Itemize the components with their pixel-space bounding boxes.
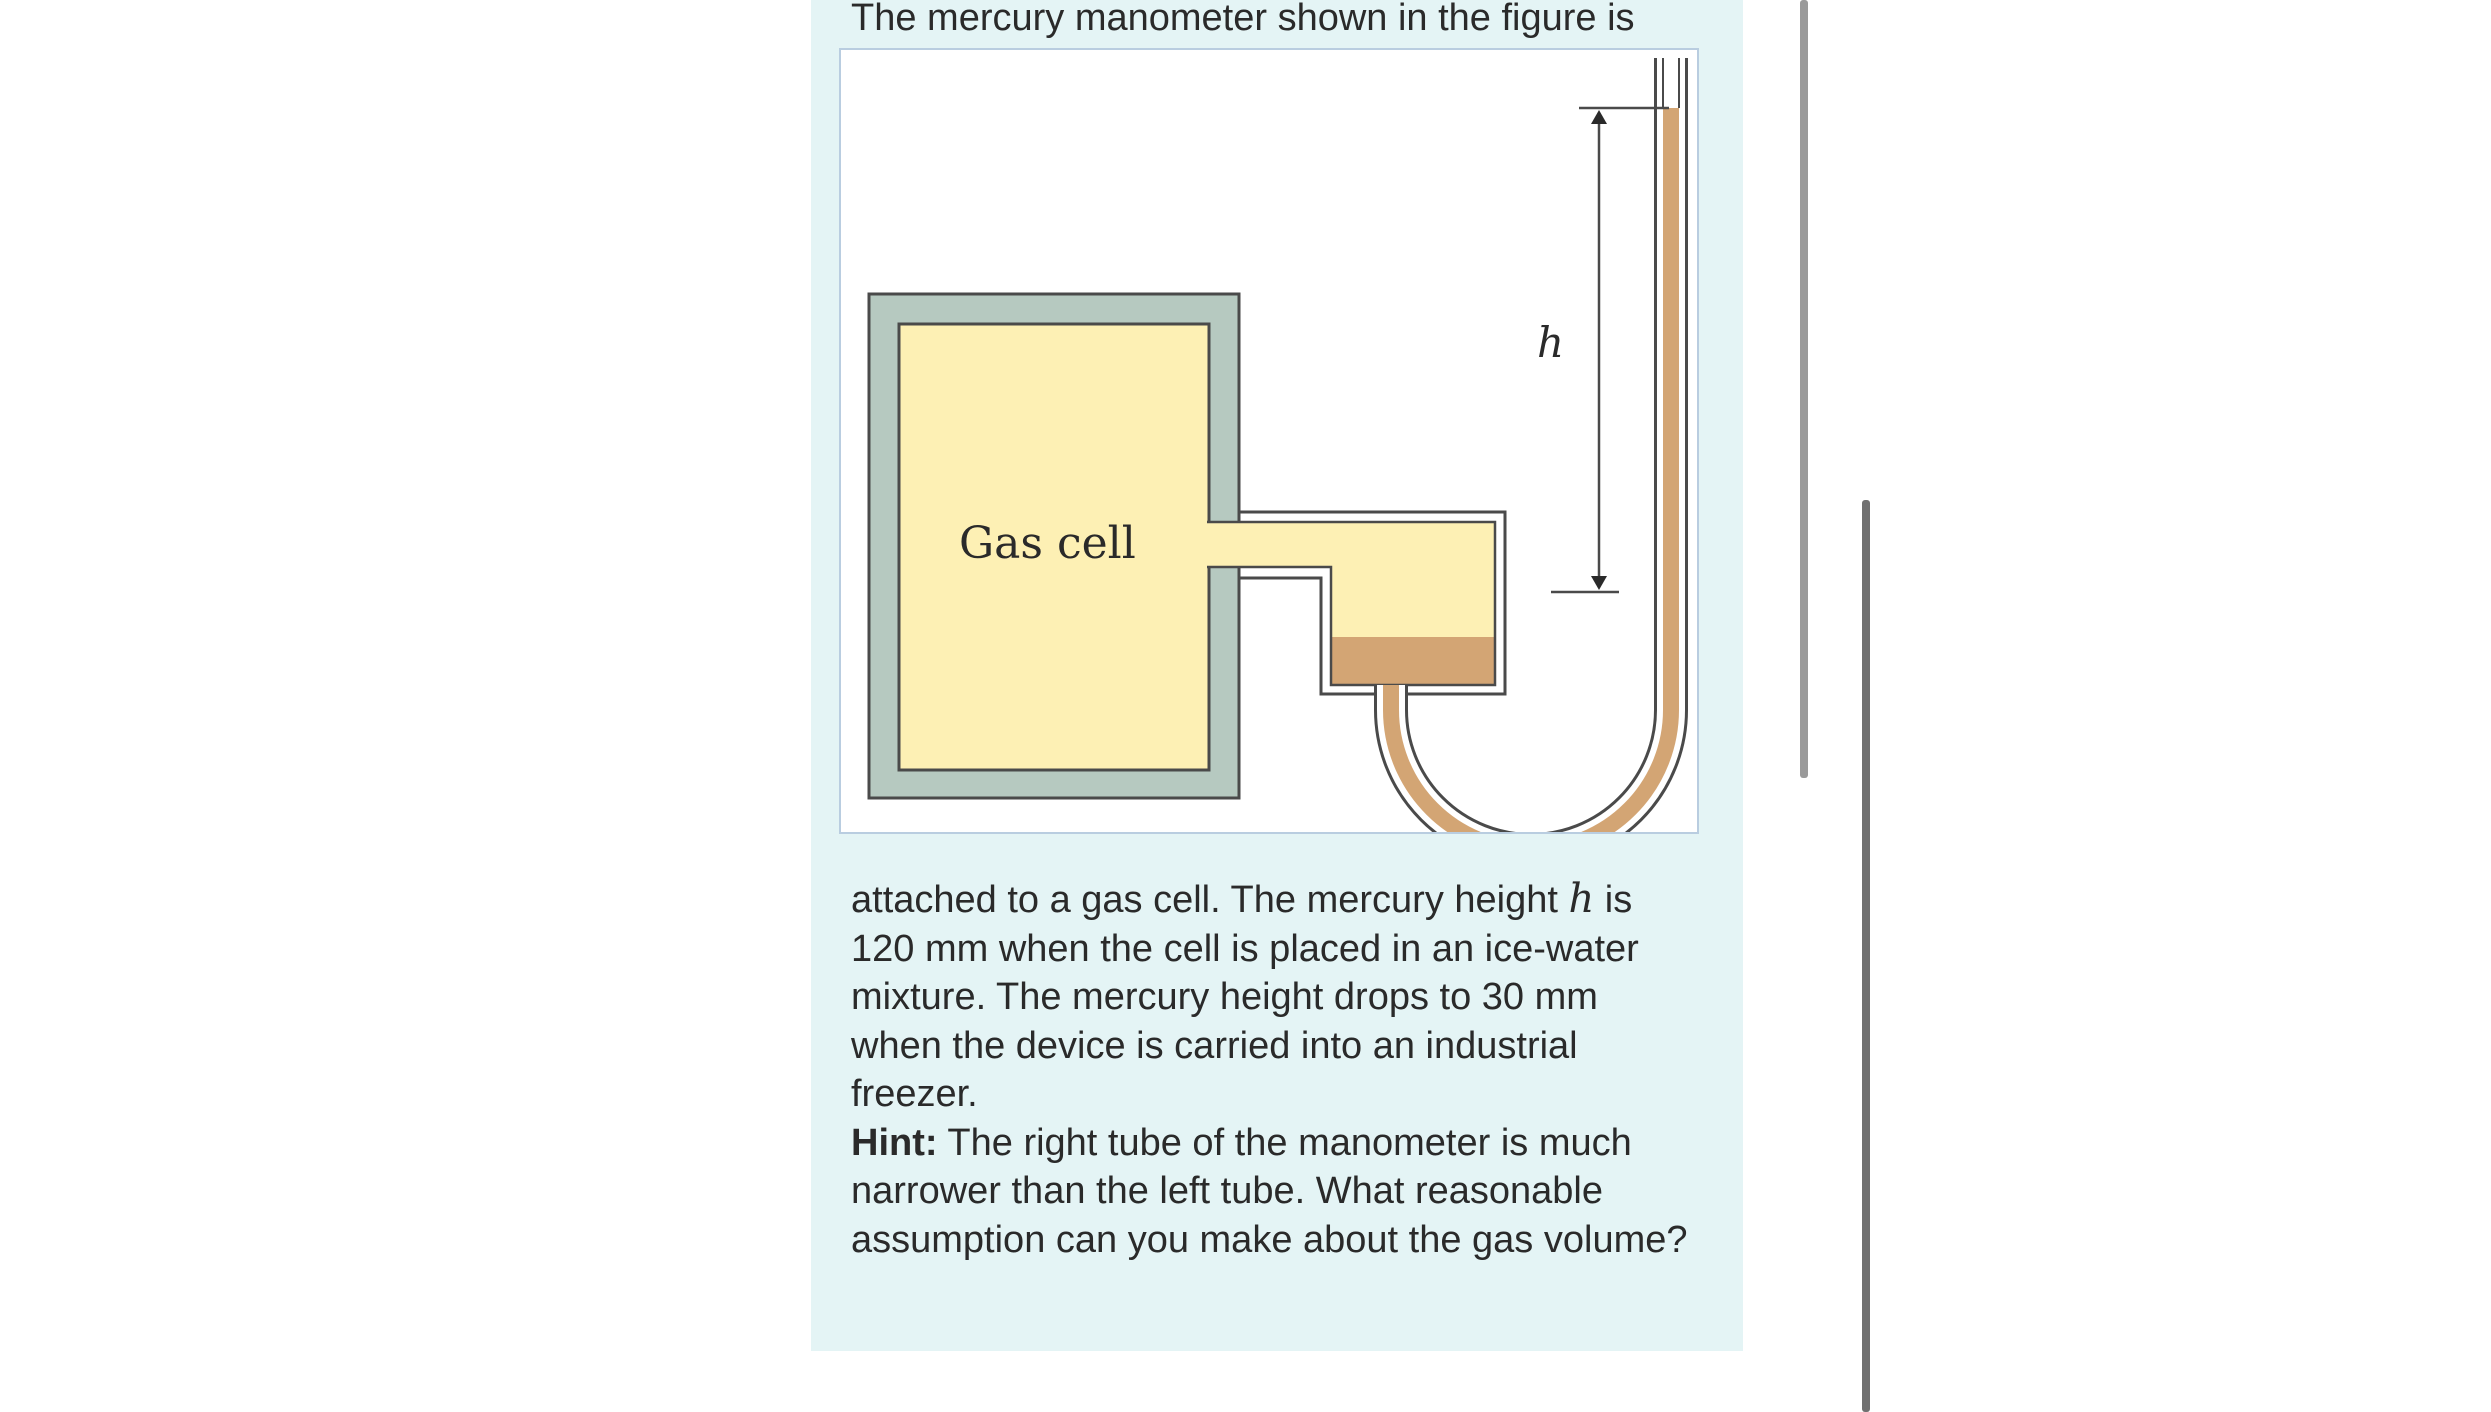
u-tube-outer (1374, 58, 1688, 832)
height-label: h (1537, 318, 1565, 367)
problem-body: attached to a gas cell. The mercury heig… (851, 875, 1691, 1264)
statement-part-1: attached to a gas cell. The mercury heig… (851, 879, 1569, 921)
problem-intro: The mercury manometer shown in the figur… (851, 0, 1635, 39)
u-tube-mercury (1383, 108, 1679, 832)
gas-cell-interior (897, 322, 1211, 772)
height-arrow-bottom (1591, 576, 1607, 590)
left-mercury (1331, 637, 1495, 685)
hint-text: The right tube of the manometer is much … (851, 1121, 1688, 1261)
problem-statement: attached to a gas cell. The mercury heig… (851, 875, 1691, 1119)
problem-hint: Hint: The right tube of the manometer is… (851, 1119, 1691, 1265)
manometer-diagram (867, 58, 1688, 832)
height-arrow-top (1591, 110, 1607, 124)
statement-part-2: is 120 mm when the cell is placed in an … (851, 879, 1639, 1115)
gas-cell-label: Gas cell (959, 518, 1136, 569)
page-scrollbar[interactable] (1862, 500, 1870, 1412)
inner-scrollbar[interactable] (1800, 0, 1808, 778)
hint-label: Hint: (851, 1121, 938, 1164)
variable-h: h (1568, 876, 1595, 922)
u-tube-wall (1377, 58, 1685, 832)
manometer-figure: Gas cell h (839, 48, 1699, 834)
